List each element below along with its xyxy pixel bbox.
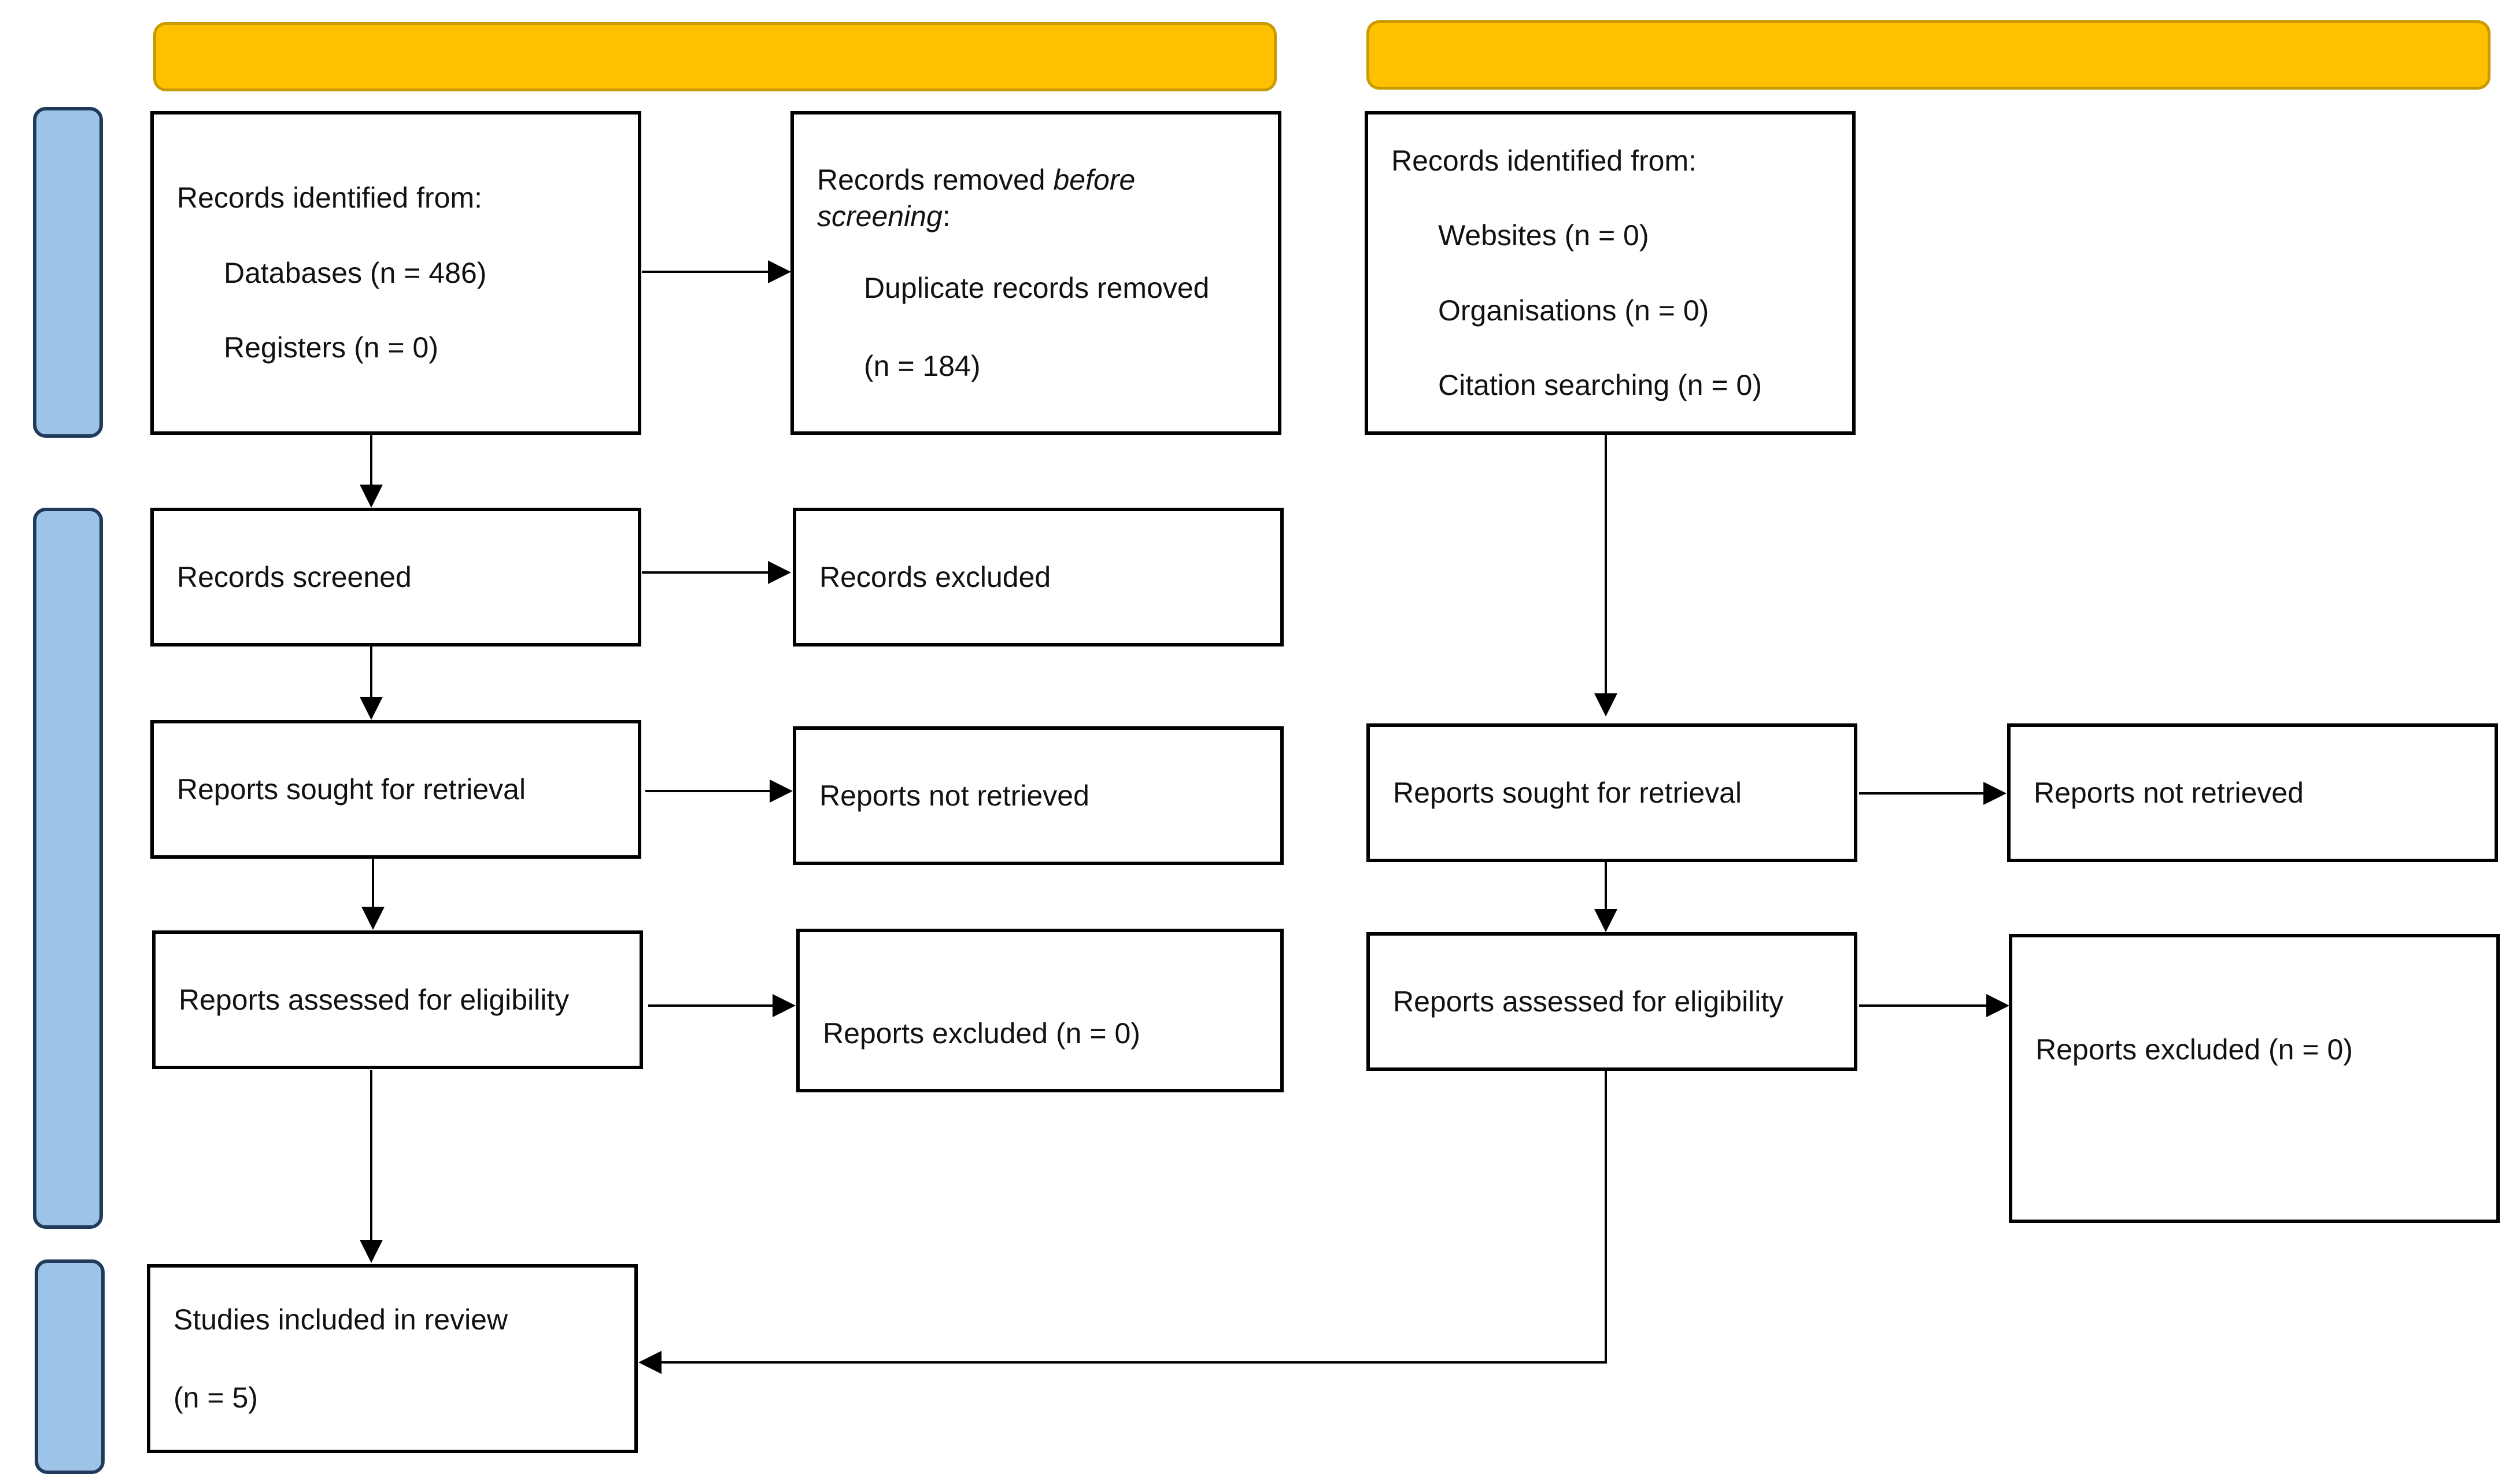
other-records-identified-box: Records identified from: Websites (n = 0… <box>1365 111 1856 435</box>
other-reports-sought-label: Reports sought for retrieval <box>1393 776 1742 809</box>
reports-not-retrieved-box: Reports not retrieved <box>793 726 1284 865</box>
studies-included-count: (n = 5) <box>173 1381 258 1414</box>
records-screened-box: Records screened <box>150 508 641 647</box>
other-reports-not-retrieved-label: Reports not retrieved <box>2034 776 2304 809</box>
studies-included-label: Studies included in review <box>173 1303 508 1336</box>
databases-count: Databases (n = 486) <box>224 256 487 289</box>
reports-sought-label: Reports sought for retrieval <box>177 773 526 806</box>
reports-excluded-box: Reports excluded (n = 0) <box>796 929 1284 1092</box>
registers-count: Registers (n = 0) <box>224 331 438 364</box>
records-removed-title-start: Records removed <box>817 164 1054 196</box>
other-reports-excluded-label: Reports excluded (n = 0) <box>2035 1033 2353 1066</box>
identification-stage-bar <box>33 107 103 438</box>
arrow-other-assessed-to-included <box>638 1070 1607 1374</box>
records-removed-title-emphasis: before screening <box>817 164 1136 232</box>
left-column-header-bar <box>153 22 1277 91</box>
other-reports-sought-box: Reports sought for retrieval <box>1366 723 1857 862</box>
reports-sought-box: Reports sought for retrieval <box>150 720 641 859</box>
other-reports-not-retrieved-box: Reports not retrieved <box>2007 723 2498 862</box>
other-reports-assessed-label: Reports assessed for eligibility <box>1393 985 1784 1018</box>
other-reports-excluded-box: Reports excluded (n = 0) <box>2009 934 2500 1223</box>
reports-excluded-label: Reports excluded (n = 0) <box>823 1017 1140 1050</box>
reports-assessed-label: Reports assessed for eligibility <box>179 983 570 1016</box>
studies-included-box: Studies included in review (n = 5) <box>147 1264 638 1453</box>
records-identified-box: Records identified from: Databases (n = … <box>150 111 641 435</box>
citation-searching-count: Citation searching (n = 0) <box>1438 369 1762 401</box>
duplicate-records-count: (n = 184) <box>864 349 981 382</box>
other-records-identified-title: Records identified from: <box>1391 144 1697 177</box>
records-excluded-box: Records excluded <box>793 508 1284 647</box>
reports-assessed-box: Reports assessed for eligibility <box>152 930 643 1069</box>
included-stage-bar <box>35 1259 105 1474</box>
other-reports-assessed-box: Reports assessed for eligibility <box>1366 932 1857 1071</box>
records-excluded-label: Records excluded <box>819 560 1051 593</box>
screening-stage-bar <box>33 508 103 1229</box>
records-removed-box: Records removed before screening: Duplic… <box>790 111 1281 435</box>
records-removed-title-end: : <box>942 200 951 232</box>
websites-count: Websites (n = 0) <box>1438 219 1649 252</box>
organisations-count: Organisations (n = 0) <box>1438 294 1709 327</box>
reports-not-retrieved-label: Reports not retrieved <box>819 779 1089 812</box>
records-removed-title: Records removed before screening: <box>817 162 1255 234</box>
duplicate-records-label: Duplicate records removed <box>864 272 1210 304</box>
right-column-header-bar <box>1366 20 2491 90</box>
records-screened-label: Records screened <box>177 560 412 593</box>
records-identified-title: Records identified from: <box>177 182 483 215</box>
